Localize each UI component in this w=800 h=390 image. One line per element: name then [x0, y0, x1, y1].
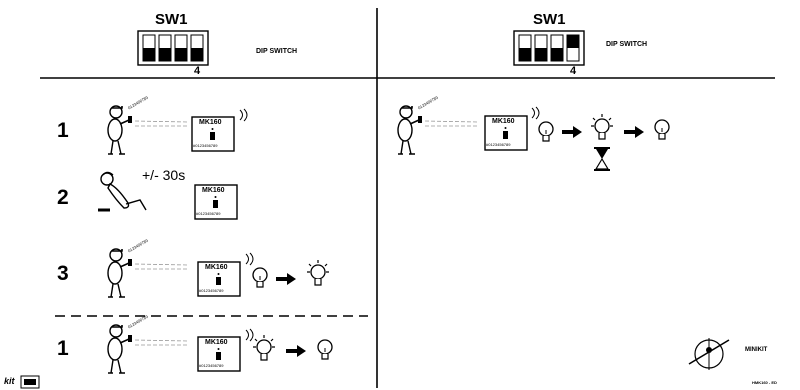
dip-lever-2: [158, 34, 172, 62]
lightbulb-on-icon: [253, 335, 275, 361]
signal-line: [134, 263, 189, 270]
dip-lever-1: [142, 34, 156, 62]
arrow-right-icon: [276, 273, 296, 285]
dip-lever-3: [550, 34, 564, 62]
mk160-module-icon: [191, 116, 235, 152]
dip-switch-caption-right: DIP SWITCH: [606, 41, 648, 48]
kit-logo-icon: [20, 375, 40, 389]
switch-number-right: 4: [570, 65, 577, 77]
signal-waves-icon: [531, 106, 540, 120]
step-1b-device-number: #0123456789: [199, 363, 224, 368]
dip-switch-left: [137, 30, 209, 66]
step-3-number: 3: [57, 262, 69, 285]
person-with-phone-icon: [107, 105, 132, 155]
kit-logo-text: kit: [4, 376, 15, 386]
dip-switch-right: [513, 30, 585, 66]
person-with-phone-icon: [107, 324, 132, 374]
dip-lever-1: [518, 34, 532, 62]
minikit-logo-icon: [688, 338, 730, 370]
lightbulb-off-icon: [252, 267, 268, 288]
arrow-right-icon: [562, 126, 582, 138]
right-device-model: MK160: [492, 118, 515, 125]
step-1-number: 1: [57, 119, 69, 142]
step-1b-number: 1: [57, 337, 69, 360]
mk160-module-icon: [194, 184, 238, 220]
person-with-phone-icon: [397, 105, 422, 155]
step-3-device-model: MK160: [205, 264, 228, 271]
step-2-number: 2: [57, 186, 69, 209]
signal-waves-icon: [245, 328, 254, 342]
sw1-title-left: SW1: [155, 11, 188, 28]
signal-line: [424, 120, 479, 127]
lightbulb-off-icon: [538, 121, 554, 142]
step-2-device-model: MK160: [202, 187, 225, 194]
person-with-phone-icon: [107, 248, 132, 298]
wait-duration: +/- 30s: [142, 167, 186, 183]
step-2-device-number: #0123456789: [196, 211, 221, 216]
arrow-right-icon: [286, 345, 306, 357]
footer-code: HMK160 - ED: [752, 380, 777, 385]
reclining-person-icon: [98, 171, 147, 212]
mk160-module-icon: [197, 261, 241, 297]
dip-lever-4: [190, 34, 204, 62]
signal-line: [134, 120, 189, 127]
signal-waves-icon: [239, 108, 248, 122]
dip-lever-4: [566, 34, 580, 62]
dip-lever-3: [174, 34, 188, 62]
lightbulb-on-icon: [307, 260, 329, 286]
dip-switch-caption-left: DIP SWITCH: [256, 48, 298, 55]
minikit-brand-name: MINIKIT: [745, 347, 768, 353]
step-1-device-model: MK160: [199, 119, 222, 126]
right-device-number: #0123456789: [486, 142, 511, 147]
mk160-module-icon: [197, 336, 241, 372]
switch-number-left: 4: [194, 65, 201, 77]
dip-lever-2: [534, 34, 548, 62]
lightbulb-on-icon: [591, 114, 613, 140]
lightbulb-off-icon: [317, 339, 333, 360]
hourglass-icon: [594, 147, 610, 171]
step-1b-device-model: MK160: [205, 339, 228, 346]
sw1-title-right: SW1: [533, 11, 566, 28]
arrow-right-icon: [624, 126, 644, 138]
signal-line: [134, 339, 189, 346]
mk160-module-icon: [484, 115, 528, 151]
signal-waves-icon: [245, 252, 254, 266]
lightbulb-off-icon: [654, 119, 670, 140]
step-3-device-number: #0123456789: [199, 288, 224, 293]
step-1-device-number: #0123456789: [193, 143, 218, 148]
